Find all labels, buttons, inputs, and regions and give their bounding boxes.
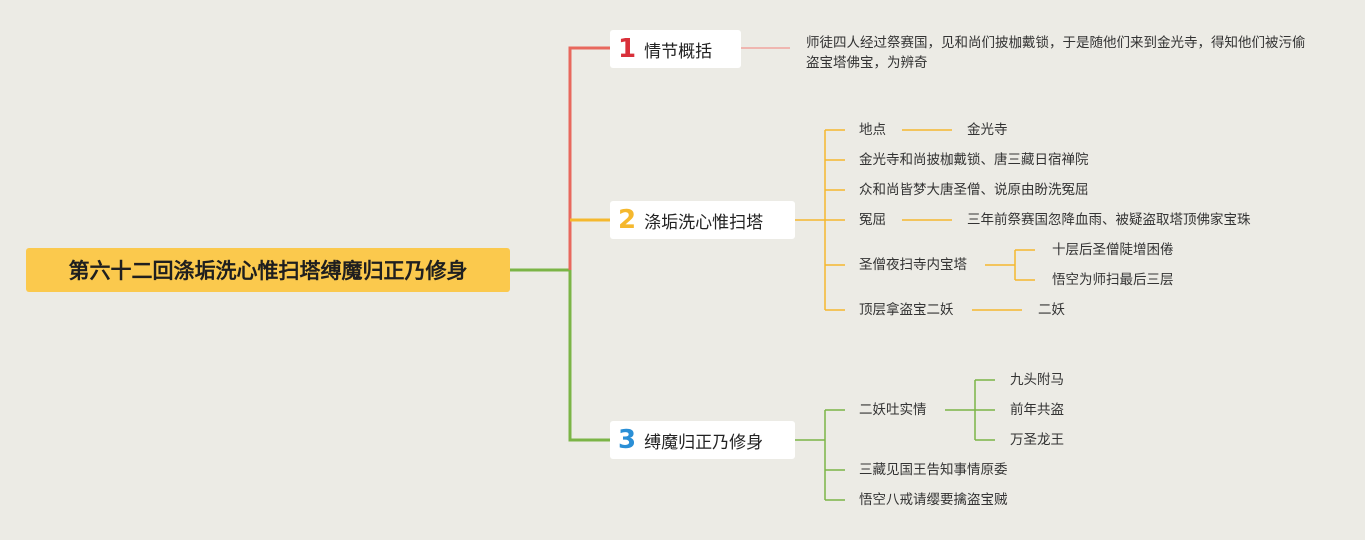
node-tell-king[interactable]: 三藏见国王告知事情原委 <box>859 462 1008 478</box>
node-sweep-wukong[interactable]: 悟空为师扫最后三层 <box>1052 272 1174 288</box>
branch-1-number: 1 <box>618 34 637 64</box>
branch-2-label: 涤垢洗心惟扫塔 <box>644 212 764 233</box>
node-monks-shackled[interactable]: 金光寺和尚披枷戴锁、唐三藏日宿禅院 <box>859 152 1089 168</box>
branch-3-number: 3 <box>618 425 637 455</box>
node-demons-confess[interactable]: 二妖吐实情 <box>859 402 927 418</box>
node-volunteer-capture[interactable]: 悟空八戒请缨要擒盗宝贼 <box>859 492 1008 508</box>
branch-2-number: 2 <box>618 205 637 235</box>
branch-1-label: 情节概括 <box>644 41 713 62</box>
branch-3-label: 缚魔归正乃修身 <box>644 432 764 453</box>
node-location-value[interactable]: 金光寺 <box>967 122 1008 138</box>
node-two-demons[interactable]: 二妖 <box>1038 302 1065 318</box>
root-title: 第六十二回涤垢洗心惟扫塔缚魔归正乃修身 <box>68 259 468 283</box>
node-injustice-detail[interactable]: 三年前祭赛国忽降血雨、被疑盗取塔顶佛家宝珠 <box>967 212 1251 228</box>
branch-1-description: 师徒四人经过祭赛国，见和尚们披枷戴锁，于是随他们来到金光寺，得知他们被污偷盗宝塔… <box>806 35 1306 71</box>
node-location[interactable]: 地点 <box>859 122 886 138</box>
node-injustice[interactable]: 冤屈 <box>859 212 886 228</box>
node-dragon-king[interactable]: 万圣龙王 <box>1010 432 1064 448</box>
node-capture-demons[interactable]: 顶层拿盗宝二妖 <box>859 302 954 318</box>
root-node[interactable]: 第六十二回涤垢洗心惟扫塔缚魔归正乃修身 <box>26 248 510 292</box>
node-monks-dream[interactable]: 众和尚皆梦大唐圣僧、说原由盼洗冤屈 <box>859 182 1089 198</box>
branch-1-node[interactable]: 1 情节概括 <box>610 30 741 68</box>
branch-3-node[interactable]: 3 缚魔归正乃修身 <box>610 421 795 459</box>
node-sweep-tired[interactable]: 十层后圣僧陡增困倦 <box>1052 242 1174 258</box>
branch-2-node[interactable]: 2 涤垢洗心惟扫塔 <box>610 201 795 239</box>
node-stole-last-year[interactable]: 前年共盗 <box>1010 402 1064 418</box>
node-nine-head[interactable]: 九头附马 <box>1010 372 1064 388</box>
node-sweep-pagoda[interactable]: 圣僧夜扫寺内宝塔 <box>859 257 967 273</box>
